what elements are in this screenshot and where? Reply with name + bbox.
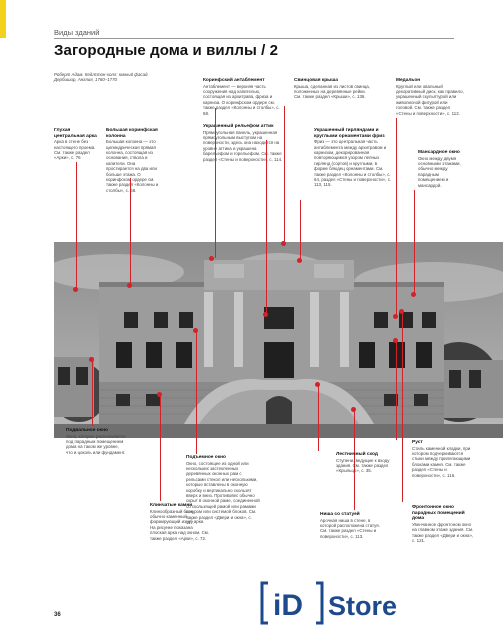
annotation-heading: Свинцовая крыша xyxy=(294,78,338,83)
leader-line xyxy=(160,395,161,501)
annotation-heading: Подвальное окно xyxy=(66,428,108,433)
leader-line xyxy=(402,312,403,502)
callout-dot xyxy=(351,407,356,412)
annotation-body: Окно, которое располагается под парадным… xyxy=(66,433,126,455)
callout-dot xyxy=(399,309,404,314)
annotation-mansard: Мансардное окно Окно между двумя основны… xyxy=(418,150,466,188)
annotation-body: Прямоугольная панель, украшенная прямоуг… xyxy=(203,129,283,162)
leader-line xyxy=(196,330,197,454)
annotation-heading: Глухая центральная арка xyxy=(54,128,97,139)
annotation-heading: Ниша со статуей xyxy=(320,512,360,517)
annotation-medalon: Медальон Круглый или овальный декоративн… xyxy=(396,78,464,116)
annotation-krysha: Свинцовая крыша Крыша, сделанная из лист… xyxy=(294,78,372,100)
annotation-relief: Украшенный рельефом аттик Прямоугольная … xyxy=(203,124,283,162)
annotation-body: Круглый или овальный декоративный диск, … xyxy=(396,83,464,116)
callout-dot xyxy=(209,256,214,261)
annotation-body: Крыша, сделанная из листов свинца, полож… xyxy=(294,83,370,100)
annotation-antablement: Коринфский антаблемент Антаблемент — вер… xyxy=(203,78,283,116)
annotation-body: Антаблемент — верхняя часть сооружения н… xyxy=(203,83,280,116)
annotation-body: Клинообразный блок, обычно каменный, фор… xyxy=(150,508,209,541)
leader-line xyxy=(76,162,77,290)
annotation-heading: Клинчатые камни xyxy=(150,503,193,508)
annotation-glukhaya: Глухая центральная арка Арка в стене без… xyxy=(54,128,102,161)
annotation-kolonna: Большая коринфская колонна Большая колон… xyxy=(106,128,161,193)
callout-dot xyxy=(393,338,398,343)
yellow-accent-bar xyxy=(0,0,6,38)
annotation-body: Окно, состоящее из одной или нескольких … xyxy=(186,460,260,526)
annotation-body: Арочная ниша в стене, в которой располож… xyxy=(320,517,380,539)
leader-line xyxy=(414,190,415,294)
annotation-heading: Руст xyxy=(412,440,423,445)
header-rule xyxy=(54,38,454,39)
annotation-klinchatye: Клинчатые камни Клинообразный блок, обыч… xyxy=(150,503,210,541)
annotation-heading: Лестничный сход xyxy=(336,452,378,457)
leader-line xyxy=(354,410,355,510)
leader-line xyxy=(266,140,267,316)
annotation-podyemnoe: Подъемное окно Окно, состоящее из одной … xyxy=(186,455,260,525)
kedleston-hall-illustration xyxy=(54,242,503,438)
idstore-logo-graphic: iD Store xyxy=(260,581,397,625)
annotation-heading: Украшенный рельефом аттик xyxy=(203,124,274,129)
callout-dot xyxy=(157,392,162,397)
annotation-heading: Подъемное окно xyxy=(186,455,226,460)
page-title: Загородные дома и виллы / 2 xyxy=(54,42,279,59)
annotation-body: Стиль каменной кладки, при котором подче… xyxy=(412,445,471,478)
callout-dot xyxy=(411,292,416,297)
leader-line xyxy=(284,106,285,246)
leader-line xyxy=(396,118,397,318)
svg-text:Store: Store xyxy=(328,591,397,621)
annotation-rust: Руст Стиль каменной кладки, при котором … xyxy=(412,440,474,478)
callout-dot xyxy=(263,312,268,317)
callout-dot xyxy=(89,357,94,362)
annotation-body: Увенчанное фронтоном окно на главном эта… xyxy=(412,521,474,543)
callout-dot xyxy=(315,382,320,387)
page-number: 36 xyxy=(54,612,61,618)
building-photo xyxy=(54,242,503,438)
section-label: Виды зданий xyxy=(54,28,100,37)
callout-dot xyxy=(297,258,302,263)
callout-dot xyxy=(73,287,78,292)
leader-line xyxy=(300,200,301,260)
annotation-heading: Коринфский антаблемент xyxy=(203,78,265,83)
callout-dot xyxy=(127,283,132,288)
callout-dot xyxy=(393,314,398,319)
annotation-heading: Медальон xyxy=(396,78,421,83)
leader-line xyxy=(130,178,131,286)
annotation-body: Арка в стене без настоящего проема. См. … xyxy=(54,139,96,161)
annotation-heading: Мансардное окно xyxy=(418,150,460,155)
annotation-heading: Фронтонное окно парадных помещений дома xyxy=(412,505,465,522)
annotation-lestnichny: Лестничный сход Ступени, ведущие к входу… xyxy=(336,452,400,474)
leader-line xyxy=(92,360,93,426)
image-credit: Роберт Адам. Кедлстон-холл: южный фасад.… xyxy=(54,72,149,83)
annotation-podvalnoe: Подвальное окно Окно, которое располагае… xyxy=(66,428,126,455)
callout-dot xyxy=(281,241,286,246)
annotation-nisha: Ниша со статуей Арочная ниша в стене, в … xyxy=(320,512,382,539)
leader-line xyxy=(215,108,216,258)
annotation-heading: Украшенный гирляндами и круглыми орнамен… xyxy=(314,128,385,139)
annotation-body: Окно между двумя основными этажами, обыч… xyxy=(418,155,461,188)
leader-line xyxy=(396,340,397,440)
svg-text:iD: iD xyxy=(273,589,303,622)
annotation-body: Большая колонна — это цилиндрическая пря… xyxy=(106,139,159,193)
header-band xyxy=(0,0,503,38)
annotation-frontonnoe: Фронтонное окно парадных помещений дома … xyxy=(412,505,474,543)
annotation-body: Ступени, ведущие к входу здания. См. так… xyxy=(336,457,390,474)
idstore-logo: iD Store xyxy=(258,577,410,629)
annotation-heading: Большая коринфская колонна xyxy=(106,128,158,139)
annotation-body: Фриз — это центральная часть антаблемент… xyxy=(314,139,392,188)
annotation-girlyandy: Украшенный гирляндами и круглыми орнамен… xyxy=(314,128,392,188)
leader-line xyxy=(318,385,319,451)
callout-dot xyxy=(193,328,198,333)
